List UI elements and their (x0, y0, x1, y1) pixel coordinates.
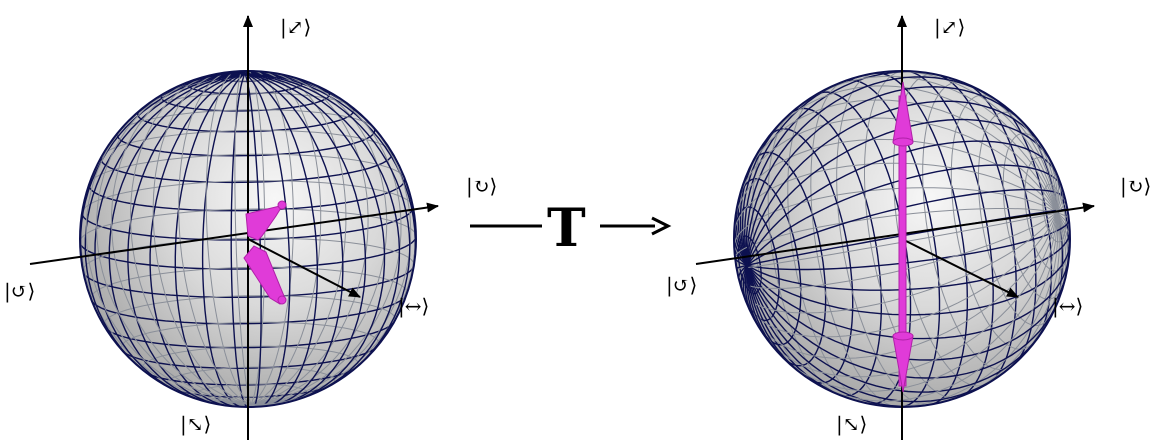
right-bloch-sphere: |⤢⟩ |↻⟩ |↺⟩ |↔⟩ |⤡⟩ (666, 15, 1151, 440)
left-longitude-back (110, 77, 287, 406)
transform-label: T (547, 198, 586, 259)
transform-arrow: T (470, 198, 672, 259)
right-label-top: |⤢⟩ (934, 15, 965, 40)
right-latitude-back (810, 81, 898, 408)
left-longitude-back (96, 85, 309, 406)
right-label-left: |↺⟩ (666, 273, 697, 298)
left-longitude-back (192, 83, 402, 406)
right-longitude-back (764, 85, 1065, 328)
left-latitude-back (140, 92, 352, 111)
right-label-bottom: |⤡⟩ (836, 412, 867, 437)
left-longitude-back (152, 72, 270, 407)
left-longitude-back (130, 73, 274, 406)
right-latitude-back (767, 114, 834, 393)
left-label-right: |↔⟩ (398, 294, 429, 319)
left-longitude-back (85, 98, 332, 405)
right-longitude (734, 226, 1070, 340)
right-longitude (738, 188, 1066, 278)
right-latitude-back (752, 140, 808, 379)
right-latitude (969, 85, 1037, 364)
transform-arrow-head (651, 216, 672, 236)
left-label-bottom: |⤡⟩ (180, 412, 211, 437)
right-longitude (734, 220, 1070, 271)
left-longitude-back (236, 71, 322, 408)
right-state-cone-top-base (892, 137, 914, 147)
right-longitude-back (813, 101, 1058, 402)
right-longitude-back (745, 99, 1067, 294)
left-latitude-back (90, 266, 408, 300)
left-longitude-back (234, 70, 253, 408)
left-state-vectors (243, 200, 287, 305)
left-label-back: |↻⟩ (466, 174, 497, 199)
left-axis-depth (29, 202, 439, 265)
left-state-tip-upper (277, 200, 287, 210)
right-state-cone-bottom-base (892, 331, 914, 341)
right-longitude-back (741, 191, 1064, 314)
right-longitude-back (754, 163, 1060, 359)
right-longitude-back (782, 126, 1058, 392)
right-longitude (740, 164, 1063, 287)
left-latitude (144, 367, 356, 386)
left-state-tip-lower (277, 295, 287, 305)
right-axis-horizontal (901, 238, 1019, 298)
right-longitude-back (734, 208, 1069, 258)
right-longitude-back (869, 75, 1059, 407)
left-label-left: |↺⟩ (4, 279, 35, 304)
left-longitude-back (248, 70, 266, 408)
left-longitude-back (244, 70, 294, 408)
right-latitude-back (787, 95, 867, 404)
left-longitude-back (231, 72, 347, 407)
left-axis-horizontal (247, 238, 361, 298)
right-state-vectors (892, 81, 914, 393)
right-label-back: |↻⟩ (1120, 174, 1151, 199)
left-latitude-back (120, 321, 379, 350)
right-longitude-back (798, 75, 1062, 366)
left-latitude-back (82, 237, 415, 272)
right-longitude-back (738, 200, 1066, 289)
right-longitude-back (747, 178, 1062, 338)
left-longitude-back (178, 71, 261, 407)
right-label-right: |↔⟩ (1052, 294, 1083, 319)
right-axis-depth (695, 202, 1095, 265)
right-latitude-back (836, 73, 929, 406)
left-label-top: |⤢⟩ (280, 15, 311, 40)
left-bloch-sphere: |⤢⟩ |↻⟩ |↺⟩ |↔⟩ |⤡⟩ (4, 15, 497, 440)
